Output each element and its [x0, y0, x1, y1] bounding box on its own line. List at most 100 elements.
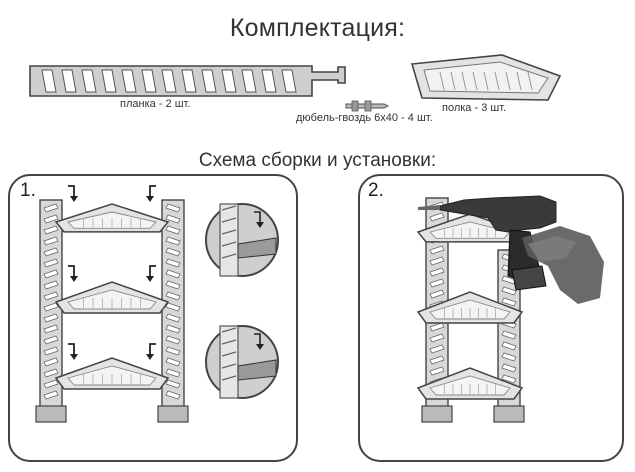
zoom-slot: [221, 253, 237, 259]
rail-slot: [429, 355, 445, 365]
plank-slot: [261, 69, 277, 93]
plank-slot: [221, 69, 237, 93]
arrow-head: [256, 222, 264, 228]
shelf-label: полка - 3 шт.: [442, 102, 507, 114]
rail-slot: [165, 225, 181, 235]
rail-slot: [43, 390, 59, 400]
rail-slot: [165, 313, 181, 323]
zoom-slot: [221, 241, 237, 247]
rail-slot: [43, 247, 59, 257]
plank-slot: [41, 69, 57, 93]
dowel-label: дюбель-гвоздь 6х40 - 4 шт.: [296, 112, 433, 124]
arrow-down-icon: [254, 211, 261, 224]
rail-slot: [501, 330, 517, 340]
arrow-down-icon: [149, 265, 156, 278]
arrow-head: [146, 276, 154, 282]
rail-slot: [429, 289, 445, 299]
rail-slot: [165, 236, 181, 246]
rail-slot: [165, 203, 181, 213]
arrow-head: [146, 354, 154, 360]
rail-slot: [43, 258, 59, 268]
rail-slot: [43, 357, 59, 367]
zoom-shelf-edge: [237, 359, 277, 381]
step-2-number: 2.: [368, 180, 384, 201]
rail-slot: [429, 256, 445, 266]
zoom-rail: [219, 203, 239, 277]
rail-slot: [165, 258, 181, 268]
zoom-slot: [221, 217, 237, 223]
arrow-down-icon: [68, 185, 75, 198]
arrow-head: [256, 344, 264, 350]
zoom-slot: [221, 363, 237, 369]
plank-slot: [81, 69, 97, 93]
shelf-grid-line: [494, 71, 500, 91]
rail-slot: [43, 324, 59, 334]
rail-slot: [165, 280, 181, 290]
rail-slot: [165, 357, 181, 367]
plank-slot: [61, 69, 77, 93]
rail-slot: [165, 247, 181, 257]
plank-slot: [161, 69, 177, 93]
arrow-head: [70, 354, 78, 360]
rail-slot: [43, 302, 59, 312]
shelf-grid-line: [461, 71, 467, 91]
rail-slot: [43, 335, 59, 345]
arrow-down-icon: [68, 265, 75, 278]
rail-slot: [43, 203, 59, 213]
rail-slot: [43, 225, 59, 235]
zoom-slot: [221, 339, 237, 345]
arrow-down-icons: [68, 185, 156, 360]
plank-slot: [281, 69, 297, 93]
shelf-grid-line: [450, 71, 456, 91]
shelf-grid-line: [472, 71, 478, 91]
rail-foot: [421, 405, 453, 423]
rail-slot: [501, 297, 517, 307]
rail-slot: [165, 291, 181, 301]
shelf-grid-line: [527, 71, 533, 91]
plank-slot: [241, 69, 257, 93]
rail-slot: [43, 291, 59, 301]
shelf-grid-line: [516, 71, 522, 91]
zoom-rail: [219, 325, 239, 399]
zoom-slot: [221, 351, 237, 357]
plank-slot: [101, 69, 117, 93]
shelf-grid-line: [439, 71, 445, 91]
rail-slot: [165, 335, 181, 345]
arrow-down-icon: [149, 343, 156, 356]
arrow-head: [146, 196, 154, 202]
rail-slot: [165, 302, 181, 312]
plank-slot: [181, 69, 197, 93]
plank-slot: [201, 69, 217, 93]
zoom-slot: [221, 229, 237, 235]
rail-slot: [501, 275, 517, 285]
kit-title: Комплектация:: [229, 14, 406, 42]
rail-slot: [165, 269, 181, 279]
rail-slot: [429, 245, 445, 255]
step-1-number: 1.: [20, 180, 36, 201]
plank-slot: [121, 69, 137, 93]
rail-slot: [43, 313, 59, 323]
rail-slot: [429, 333, 445, 343]
zoom-shelf-edge: [237, 237, 277, 259]
rail-slot: [165, 368, 181, 378]
rail-slot: [165, 214, 181, 224]
rail-slot: [429, 322, 445, 332]
plank-label: планка - 2 шт.: [120, 98, 191, 110]
arrow-head: [70, 276, 78, 282]
shelves: [54, 203, 170, 390]
shelf-grid-line: [505, 71, 511, 91]
rail-slot: [501, 286, 517, 296]
assembly-title: Схема сборки и установки:: [198, 150, 437, 171]
arrow-down-icon: [254, 333, 261, 346]
arrow-head: [70, 196, 78, 202]
left-plank: [35, 199, 67, 423]
rail-slot: [429, 278, 445, 288]
shelf-grid-line: [483, 71, 489, 91]
arrow-down-icon: [68, 343, 75, 356]
